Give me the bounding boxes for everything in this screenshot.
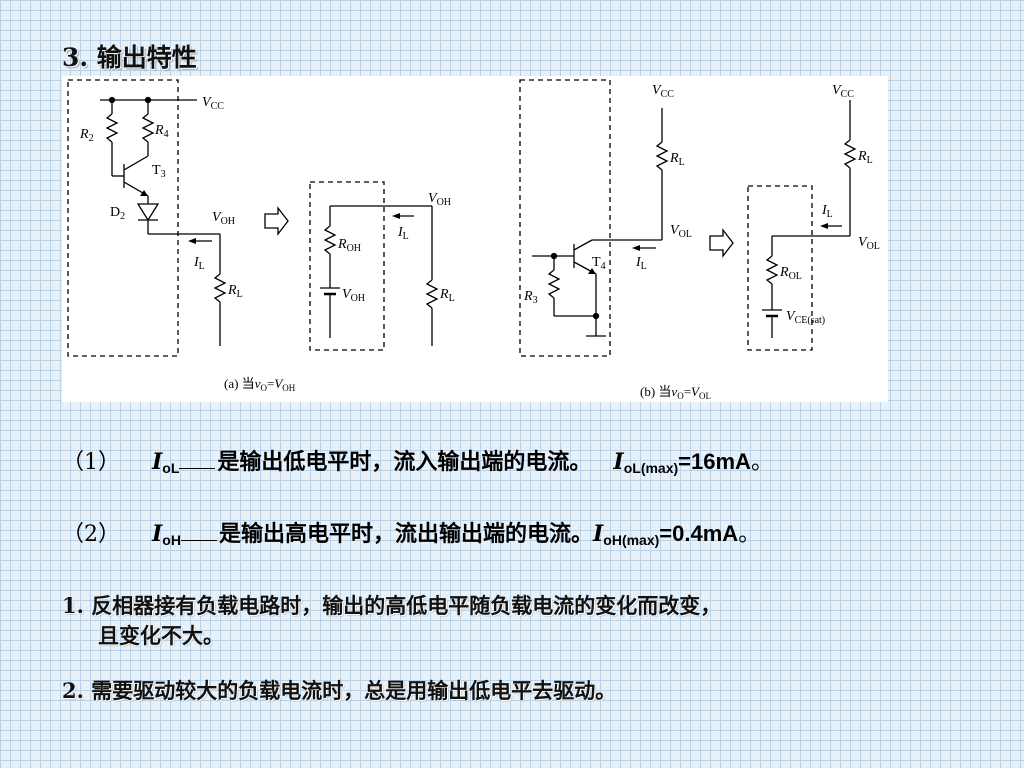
label-vcc-b: VCC — [652, 83, 674, 100]
label-r3: R3 — [523, 289, 538, 306]
symbol-i: I — [152, 449, 163, 475]
section-title: 3. 输出特性 — [62, 43, 197, 72]
item-text: 是输出低电平时，流入输出端的电流。 — [217, 449, 592, 475]
label-vcc-eq-b: VCC — [832, 83, 854, 100]
circuit-a-totem-pole-high — [67, 79, 227, 357]
dashed-box-a — [67, 79, 179, 357]
transform-arrow-b — [709, 228, 734, 258]
note-1-line-1: 1. 反相器接有负载电路时，输出的高低电平随负载电流的变化而改变， — [62, 593, 722, 618]
underline-blank — [179, 467, 216, 469]
symbol-sub: oH — [162, 532, 181, 548]
item-iol-description: （1） IoL 是输出低电平时，流入输出端的电流。 IoL(max)=16mA。 — [62, 444, 773, 476]
note-1-line-2: 且变化不大。 — [98, 623, 224, 648]
circuit-b-equivalent — [747, 100, 857, 351]
label-il-eq-b: IL — [821, 203, 833, 220]
label-d2: D2 — [110, 205, 125, 222]
underline-blank — [180, 539, 217, 541]
symbol-sub: oL — [162, 460, 180, 476]
label-voh-eq: VOH — [428, 191, 451, 208]
label-il-a: IL — [193, 255, 205, 272]
label-il-b: IL — [635, 255, 647, 272]
label-rol: ROL — [779, 265, 802, 282]
max-symbol: I — [592, 521, 604, 547]
label-t4: T4 — [592, 255, 606, 272]
label-roh: ROH — [337, 237, 361, 254]
symbol-i: I — [152, 521, 163, 547]
item-end: 。 — [738, 522, 761, 547]
caption-a: (a) 当vO=VOH — [224, 376, 296, 393]
item-text: 是输出高电平时，流出输出端的电流。 — [218, 521, 593, 547]
note-2: 2. 需要驱动较大的负载电流时，总是用输出低电平去驱动。 — [62, 675, 616, 705]
transform-arrow-a — [264, 206, 289, 236]
label-t3: T3 — [152, 163, 166, 180]
label-vcc-a: VCC — [202, 95, 224, 112]
max-symbol: I — [613, 449, 624, 475]
label-vol-eq-b: VOL — [858, 235, 880, 252]
label-r2: R2 — [79, 127, 94, 144]
note-1: 1. 反相器接有负载电路时，输出的高低电平随负载电流的变化而改变， 且变化不大。 — [62, 590, 721, 650]
max-sub: oL(max) — [623, 460, 679, 476]
note-2-line-1: 2. 需要驱动较大的负载电流时，总是用输出低电平去驱动。 — [62, 678, 617, 703]
item-number: （1） — [62, 450, 120, 475]
circuit-b-output-low — [519, 79, 669, 357]
circuit-a-equivalent — [309, 181, 439, 351]
max-value: =0.4mA — [659, 521, 739, 546]
label-voh-source: VOH — [342, 287, 365, 304]
max-sub: oH(max) — [603, 532, 660, 548]
item-number: （2） — [62, 522, 120, 547]
label-rl-eq-a: RL — [439, 287, 455, 304]
max-value: =16mA — [678, 449, 751, 474]
label-vce-sat: VCE(sat) — [786, 309, 825, 326]
item-end: 。 — [750, 450, 773, 475]
label-il-eq-a: IL — [397, 225, 409, 242]
label-rl-b: RL — [669, 151, 685, 168]
label-voh-a: VOH — [212, 210, 235, 227]
caption-b: (b) 当vO=VOL — [640, 384, 711, 401]
label-rl-eq-b: RL — [857, 149, 873, 166]
label-r4: R4 — [154, 123, 169, 140]
output-characteristics-diagram: VCC R2 R4 T3 D2 VOH IL RL VOH ROH IL VOH… — [62, 76, 888, 402]
label-rl-a: RL — [227, 283, 243, 300]
label-vol-b: VOL — [670, 223, 692, 240]
